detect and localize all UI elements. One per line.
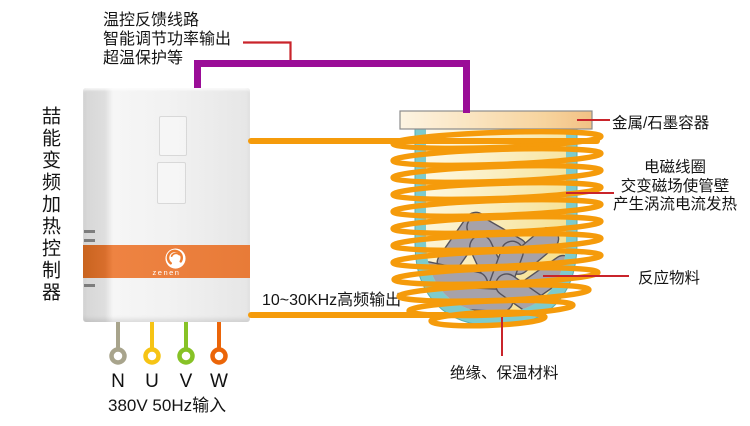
label-coil-line1: 电磁线圈 [643,159,706,176]
terminal-letter-w: W [210,371,228,392]
terminal-letter-n: N [111,371,125,392]
input-power-spec: 380V 50Hz输入 [108,396,227,415]
label-coil-line2: 交变磁场使管壁 [620,177,730,195]
terminal-u [143,322,161,365]
frequency-controller-unit: zenen [83,88,250,322]
terminal-letter-v: V [179,371,193,392]
terminal-v [177,322,195,365]
frequency-output-label: 10~30KHz高频输出 [262,292,402,309]
controller-lower-panel [157,162,186,204]
controller-display-panel [159,116,187,156]
label-electromagnetic-coil: 电磁线圈 交变磁场使管壁 产生涡流电流发热 [605,159,745,215]
feedback-connector-line [243,41,292,60]
container-lid [399,110,593,130]
terminal-letter-u: U [145,371,159,392]
label-reaction-material: 反应物料 [638,270,701,287]
feedback-note-line2: 智能调节功率输出 [103,31,232,48]
label-coil-line3: 产生涡流电流发热 [612,196,737,213]
control-signal-line [194,60,470,113]
zenen-logo-icon [165,248,186,269]
terminal-n [109,322,127,365]
device-title-vertical: 喆能变频加热控制器 [39,106,60,304]
feedback-note-line1: 温控反馈线路 [103,12,200,29]
induction-coil [390,128,604,329]
label-metal-graphite-container: 金属/石墨容器 [612,115,710,132]
terminal-w [210,322,228,365]
brand-name: zenen [152,268,181,277]
feedback-note: 温控反馈线路 智能调节功率输出 超温保护等 [103,11,231,68]
label-insulation-material: 绝缘、保温材料 [450,365,559,382]
feedback-note-line3: 超温保护等 [103,50,184,67]
